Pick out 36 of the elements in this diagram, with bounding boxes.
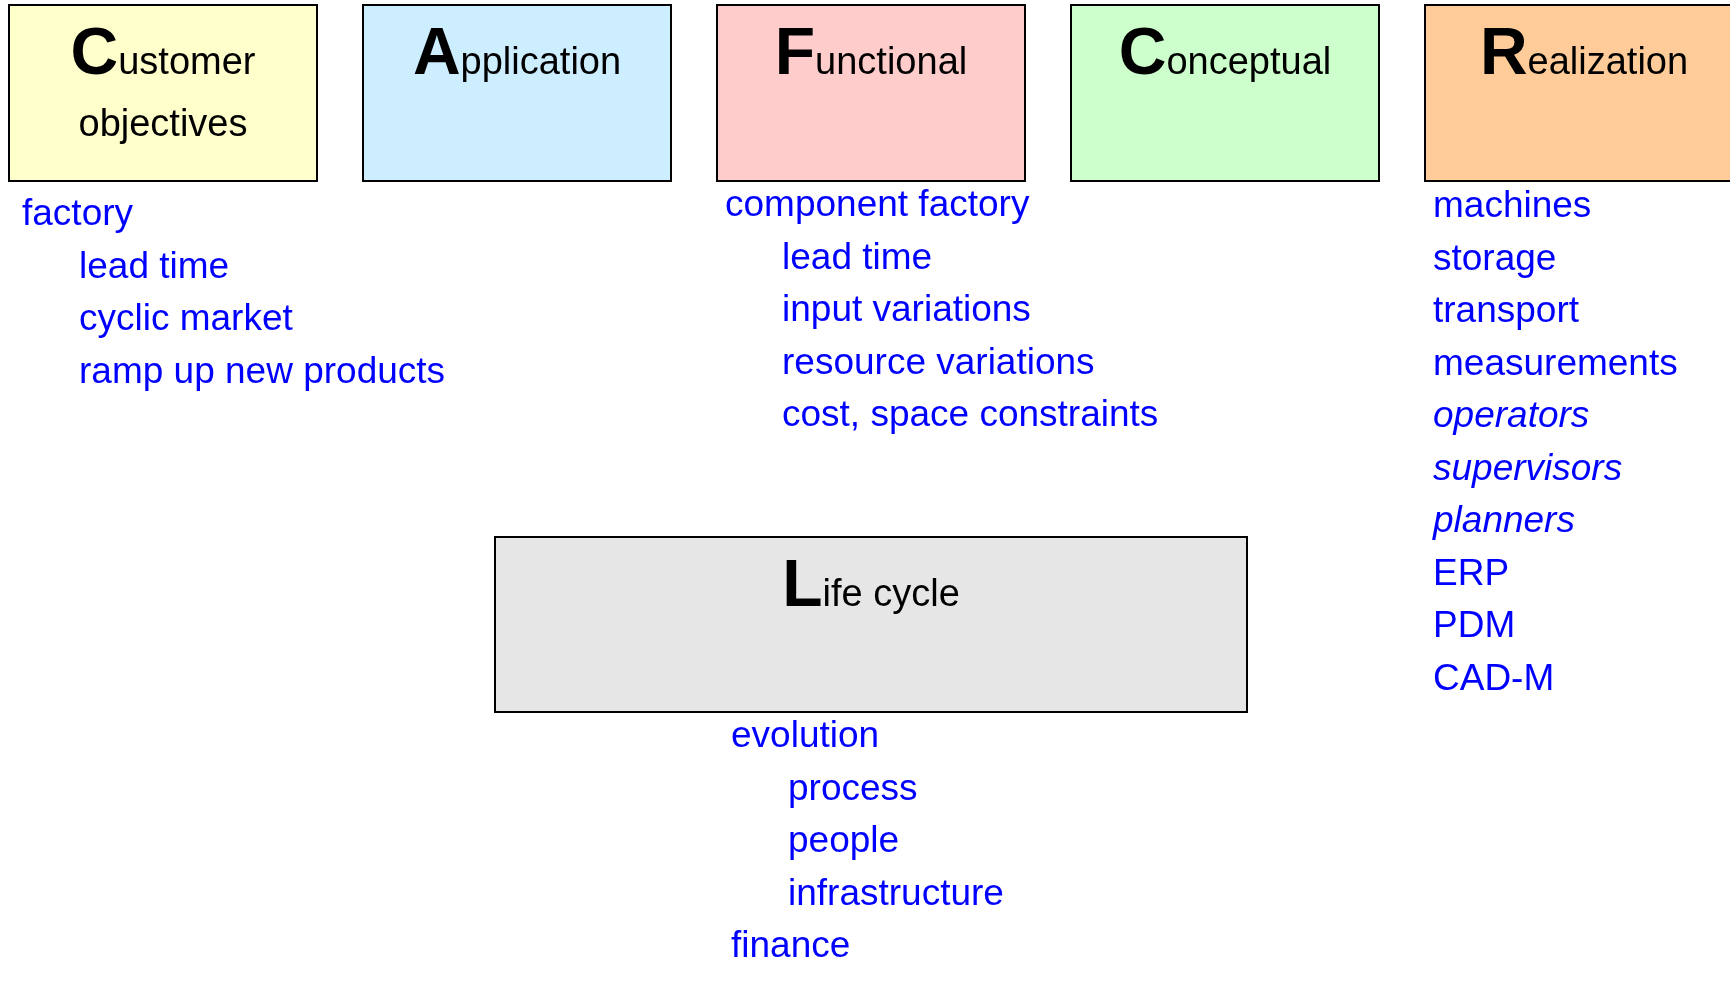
box-title: Functional (774, 20, 968, 90)
box-title: Application (412, 20, 622, 90)
viewpoint-box (716, 4, 1026, 182)
list-item: storage (1433, 235, 1557, 280)
list-item: finance (731, 923, 851, 967)
list-item: machines (1433, 183, 1592, 227)
list-item: ERP (1433, 550, 1510, 595)
list-item: CAD-M (1433, 655, 1555, 700)
list-item: cyclic market (79, 296, 293, 340)
viewpoint-box (494, 536, 1248, 713)
list-item: PDM (1433, 603, 1516, 647)
list-item: lead time (79, 243, 230, 288)
list-item: ramp up new products (79, 348, 446, 393)
viewpoint-box (8, 4, 318, 182)
list-item: input variations (782, 287, 1031, 331)
viewpoint-box (362, 4, 672, 182)
list-item: transport (1433, 288, 1579, 332)
list-item: planners (1433, 498, 1575, 542)
list-item: supervisors (1433, 445, 1623, 490)
list-item: component factory (725, 182, 1030, 226)
list-item: evolution (731, 713, 880, 757)
viewpoint-box (1070, 4, 1380, 182)
box-title: Realization (1479, 20, 1689, 90)
list-item: process (788, 765, 918, 810)
list-item: lead time (782, 234, 933, 279)
list-item: infrastructure (788, 870, 1004, 915)
box-title: Life cycle (782, 552, 960, 622)
viewpoint-box (1424, 4, 1730, 182)
list-item: measurements (1433, 340, 1678, 385)
list-item: factory (22, 191, 134, 235)
list-item: people (788, 818, 900, 862)
list-item: resource variations (782, 339, 1095, 384)
list-item: cost, space constraints (782, 392, 1159, 436)
list-item: operators (1433, 393, 1590, 437)
box-title: Customer objectives (69, 20, 257, 146)
box-title: Conceptual (1118, 20, 1332, 90)
